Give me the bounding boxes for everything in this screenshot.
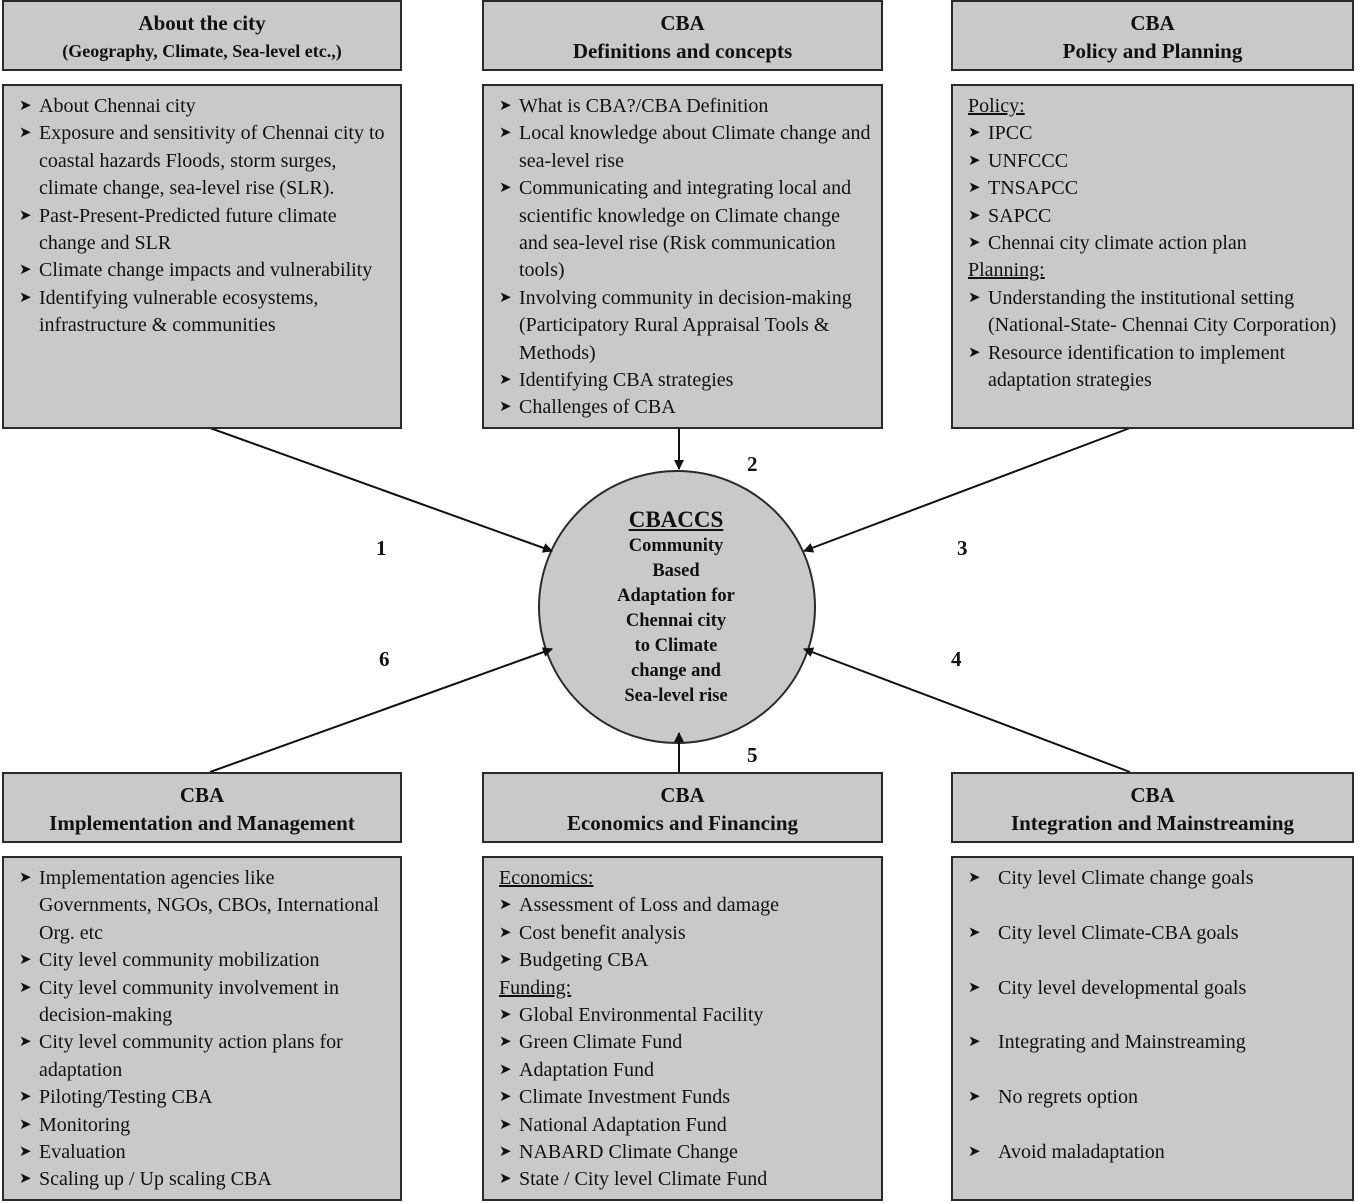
list-item: Understanding the institutional setting … xyxy=(968,285,1342,340)
section-heading: Economics: xyxy=(499,867,594,889)
list-item: Avoid maladaptation xyxy=(968,1139,1342,1167)
center-line: Chennai city xyxy=(625,611,727,631)
implementation-content-box: Implementation agencies like Governments… xyxy=(2,856,402,1201)
integration-title: CBA xyxy=(1130,783,1175,807)
arrow-label-1: 1 xyxy=(376,536,387,560)
list-item: Monitoring xyxy=(19,1112,390,1140)
list-item: Assessment of Loss and damage xyxy=(499,892,871,920)
about-city-title: About the city xyxy=(138,11,266,35)
list-item: Implementation agencies like Governments… xyxy=(19,865,390,947)
economics-content-box: Economics: Assessment of Loss and damage… xyxy=(482,856,883,1201)
list-item: Identifying vulnerable ecosystems, infra… xyxy=(19,285,390,340)
center-line: Community xyxy=(628,536,724,556)
implementation-subtitle: Implementation and Management xyxy=(49,811,355,835)
about-city-title-box: About the city (Geography, Climate, Sea-… xyxy=(2,0,402,71)
list-item: State / City level Climate Fund xyxy=(499,1166,871,1194)
list-item: Identifying CBA strategies xyxy=(499,367,871,395)
list-item: City level Climate change goals xyxy=(968,865,1342,893)
list-item: Communicating and integrating local and … xyxy=(499,175,871,285)
policy-subtitle: Policy and Planning xyxy=(1062,39,1243,63)
definitions-title-box: CBA Definitions and concepts xyxy=(482,0,883,71)
list-item: Resource identification to implement ada… xyxy=(968,340,1342,395)
center-circle xyxy=(538,470,816,744)
policy-title-box: CBA Policy and Planning xyxy=(951,0,1354,71)
arrow-4 xyxy=(803,647,1131,773)
list-item: Past-Present-Predicted future climate ch… xyxy=(19,203,390,258)
arrow-label-3: 3 xyxy=(957,536,968,560)
list-item: City level community involvement in deci… xyxy=(19,975,390,1030)
list-item: Exposure and sensitivity of Chennai city… xyxy=(19,120,390,202)
list-item: Involving community in decision-making (… xyxy=(499,285,871,367)
list-item: Cost benefit analysis xyxy=(499,920,871,948)
about-city-content-box: About Chennai city Exposure and sensitiv… xyxy=(2,84,402,429)
section-heading: Funding: xyxy=(499,976,572,999)
list-item: Evaluation xyxy=(19,1139,390,1167)
list-item: NABARD Climate Change xyxy=(499,1139,871,1167)
arrow-label-6: 6 xyxy=(379,647,390,671)
list-item: Scaling up / Up scaling CBA xyxy=(19,1166,390,1194)
list-item: IPCC xyxy=(968,120,1342,148)
list-item: Budgeting CBA xyxy=(499,947,871,975)
arrow-3 xyxy=(803,427,1131,553)
list-item: SAPCC xyxy=(968,203,1342,231)
center-line: to Climate xyxy=(634,636,718,656)
definitions-subtitle: Definitions and concepts xyxy=(572,39,793,63)
list-item: Piloting/Testing CBA xyxy=(19,1084,390,1112)
arrow-label-4: 4 xyxy=(951,647,962,671)
center-line: change and xyxy=(631,661,721,681)
list-item: City level community action plans for ad… xyxy=(19,1029,390,1084)
definitions-content-box: What is CBA?/CBA Definition Local knowle… xyxy=(482,84,883,429)
economics-title: CBA xyxy=(660,783,705,807)
list-item: Challenges of CBA xyxy=(499,394,871,422)
integration-content-box: City level Climate change goals City lev… xyxy=(951,856,1354,1201)
list-item: What is CBA?/CBA Definition xyxy=(499,93,871,121)
policy-content-box: Policy: IPCC UNFCCC TNSAPCC SAPCC Chenna… xyxy=(951,84,1354,429)
list-item: UNFCCC xyxy=(968,148,1342,176)
center-line: Based xyxy=(652,561,700,581)
about-city-subtitle: (Geography, Climate, Sea-level etc.,) xyxy=(62,41,342,61)
list-item: Chennai city climate action plan xyxy=(968,230,1342,258)
section-heading: Planning: xyxy=(968,259,1045,282)
center-line: Sea-level rise xyxy=(624,686,728,706)
list-item: TNSAPCC xyxy=(968,175,1342,203)
list-item: Green Climate Fund xyxy=(499,1029,871,1057)
list-item: Local knowledge about Climate change and… xyxy=(499,120,871,175)
list-item: Integrating and Mainstreaming xyxy=(968,1029,1342,1057)
list-item: City level community mobilization xyxy=(19,947,390,975)
list-item: National Adaptation Fund xyxy=(499,1112,871,1140)
list-item: Global Environmental Facility xyxy=(499,1002,871,1030)
center-title: CBACCS xyxy=(628,507,724,532)
economics-subtitle: Economics and Financing xyxy=(566,811,799,835)
arrow-label-5: 5 xyxy=(747,743,758,767)
economics-title-box: CBA Economics and Financing xyxy=(482,772,883,843)
list-item: About Chennai city xyxy=(19,93,390,121)
list-item: No regrets option xyxy=(968,1084,1342,1112)
implementation-title: CBA xyxy=(179,783,225,807)
center-line: Adaptation for xyxy=(617,586,735,606)
list-item: Climate change impacts and vulnerability xyxy=(19,257,390,285)
integration-subtitle: Integration and Mainstreaming xyxy=(1010,811,1295,835)
list-item: Climate Investment Funds xyxy=(499,1084,871,1112)
definitions-title: CBA xyxy=(660,11,705,35)
list-item: Adaptation Fund xyxy=(499,1057,871,1085)
integration-title-box: CBA Integration and Mainstreaming xyxy=(951,772,1354,843)
arrow-6 xyxy=(209,647,553,773)
policy-title: CBA xyxy=(1130,11,1175,35)
center-label: CBACCS Community Based Adaptation for Ch… xyxy=(560,506,792,709)
list-item: City level developmental goals xyxy=(968,975,1342,1003)
arrow-1 xyxy=(209,427,553,553)
implementation-title-box: CBA Implementation and Management xyxy=(2,772,402,843)
arrow-label-2: 2 xyxy=(747,452,758,476)
list-item: City level Climate-CBA goals xyxy=(968,920,1342,948)
section-heading: Policy: xyxy=(968,95,1025,117)
